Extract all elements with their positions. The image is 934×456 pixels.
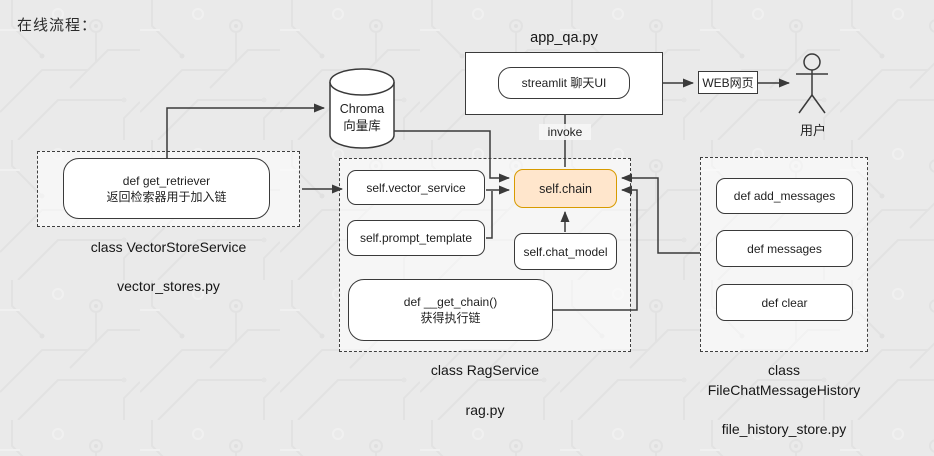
file-history-class-line1: class: [768, 362, 800, 378]
rag-service-class-label: class RagService: [430, 362, 540, 378]
vector-stores-file-label: vector_stores.py: [117, 278, 220, 294]
prompt-template-node: self.prompt_template: [347, 220, 485, 256]
web-page-label: WEB网页: [702, 75, 754, 90]
file-history-class-label: class FileChatMessageHistory: [668, 360, 900, 400]
get-retriever-line1: def get_retriever: [122, 173, 211, 188]
file-history-class-line2: FileChatMessageHistory: [707, 382, 861, 398]
page-title: 在线流程：: [17, 17, 98, 34]
messages-node: def messages: [716, 230, 853, 267]
web-page-node: WEB网页: [698, 71, 758, 94]
user-label: 用户: [799, 123, 826, 138]
get-chain-line2: 获得执行链: [420, 311, 481, 325]
vector-service-node: self.vector_service: [347, 170, 485, 205]
chain-node: self.chain: [514, 169, 617, 208]
clear-node: def clear: [716, 284, 853, 321]
chat-model-node: self.chat_model: [514, 233, 617, 270]
invoke-edge-label: invoke: [539, 124, 591, 140]
add-messages-label: def add_messages: [733, 189, 836, 203]
vector-service-label: self.vector_service: [366, 180, 466, 195]
chroma-node-label: Chroma 向量库: [330, 101, 394, 135]
clear-label: def clear: [761, 295, 808, 310]
prompt-template-label: self.prompt_template: [359, 231, 473, 245]
add-messages-node: def add_messages: [716, 178, 853, 214]
file-history-file-label: file_history_store.py: [721, 421, 847, 437]
get-chain-node: def __get_chain() 获得执行链: [348, 279, 553, 341]
streamlit-ui-label: streamlit 聊天UI: [521, 76, 607, 90]
get-chain-line1: def __get_chain(): [403, 295, 498, 309]
messages-label: def messages: [747, 241, 822, 256]
rag-file-label: rag.py: [465, 402, 505, 418]
chat-model-label: self.chat_model: [523, 244, 608, 259]
streamlit-ui-node: streamlit 聊天UI: [498, 67, 630, 99]
get-retriever-line2: 返回检索器用于加入链: [106, 189, 227, 204]
app-qa-title: app_qa.py: [530, 30, 598, 46]
vector-store-service-class-label: class VectorStoreService: [90, 239, 247, 255]
chroma-label-line1: Chroma: [339, 102, 385, 116]
chroma-label-line2: 向量库: [343, 119, 381, 133]
chain-label: self.chain: [539, 181, 592, 196]
get-retriever-node: def get_retriever 返回检索器用于加入链: [63, 158, 270, 219]
